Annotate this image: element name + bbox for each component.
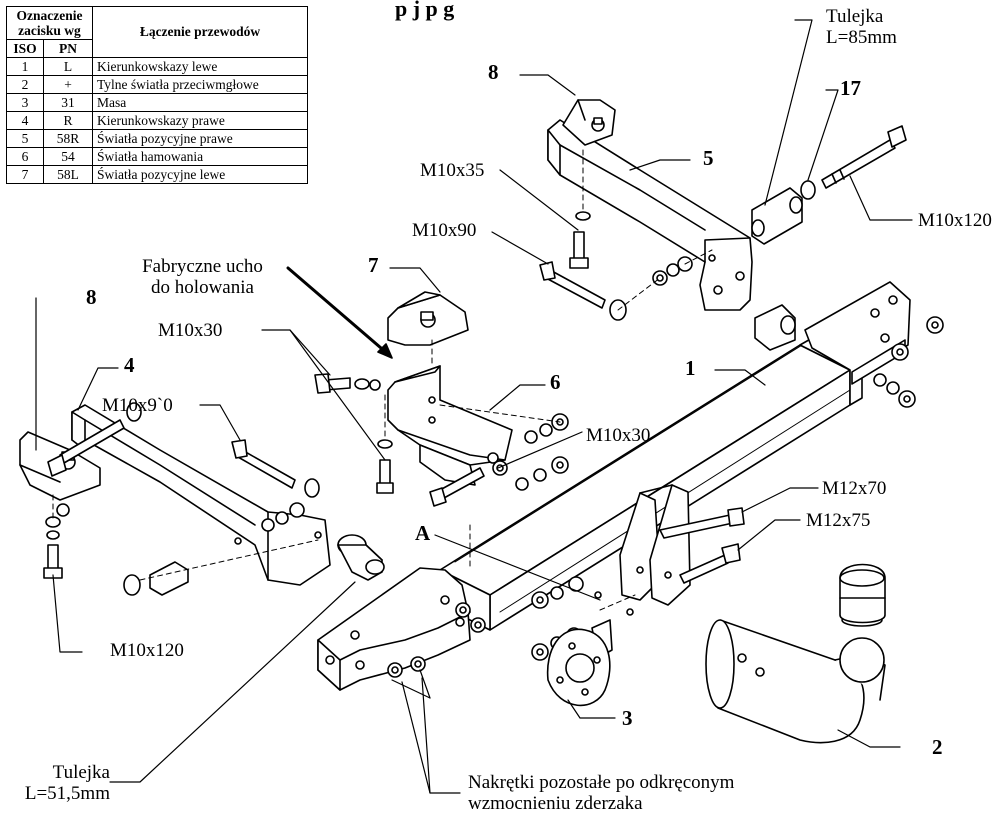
arrow-towing-eye bbox=[286, 266, 393, 359]
label-part-8-top: 8 bbox=[488, 60, 499, 84]
label-remaining-nuts: Nakrętki pozostałe po odkręconym wzmocni… bbox=[468, 772, 734, 814]
side-bracket-5 bbox=[547, 99, 753, 311]
cell-desc: Światła pozycyjne lewe bbox=[92, 165, 308, 184]
label-part-4: 4 bbox=[124, 353, 135, 377]
cell-iso: 3 bbox=[6, 93, 44, 112]
label-bolt-m10x120-right: M10x120 bbox=[918, 210, 992, 231]
label-leaders bbox=[35, 19, 913, 794]
cell-iso: 6 bbox=[6, 147, 44, 166]
header-terminal-line2: zacisku wg bbox=[18, 23, 81, 38]
label-factory-towing-eye-line1: Fabryczne ucho bbox=[142, 256, 263, 277]
label-bolt-m10x90: M10x90 bbox=[412, 220, 477, 241]
label-bolt-m10x30-left: M10x30 bbox=[158, 320, 223, 341]
header-terminal-line1: Oznaczenie bbox=[16, 8, 83, 23]
socket-plate-3 bbox=[546, 619, 613, 707]
assembly-dashed-lines bbox=[52, 149, 713, 611]
cell-iso: 7 bbox=[6, 165, 44, 184]
cell-iso: 2 bbox=[6, 75, 44, 94]
label-sleeve-long-line1: Tulejka bbox=[826, 6, 884, 27]
label-part-1: 1 bbox=[685, 356, 696, 380]
label-sleeve-short-line2: L=51,5mm bbox=[24, 783, 110, 804]
label-remaining-nuts-line1: Nakrętki pozostałe po odkręconym bbox=[468, 772, 735, 793]
label-remaining-nuts-line2: wzmocnieniu zderzaka bbox=[468, 793, 643, 814]
cell-pn: 31 bbox=[43, 93, 93, 112]
label-part-8-left: 8 bbox=[86, 285, 97, 309]
cell-desc: Światła pozycyjne prawe bbox=[92, 129, 308, 148]
cell-iso: 4 bbox=[6, 111, 44, 130]
cell-desc: Kierunkowskazy prawe bbox=[92, 111, 308, 130]
header-iso: ISO bbox=[6, 39, 44, 58]
cell-pn: + bbox=[43, 75, 93, 94]
cell-pn: R bbox=[43, 111, 93, 130]
label-part-2: 2 bbox=[932, 735, 943, 759]
cell-pn: 54 bbox=[43, 147, 93, 166]
cell-pn: L bbox=[43, 57, 93, 76]
wiring-table: Oznaczenie zacisku wg Łączenie przewodów… bbox=[6, 6, 308, 184]
header-pn: PN bbox=[43, 39, 93, 58]
side-bracket-4 bbox=[19, 404, 331, 586]
label-part-6: 6 bbox=[550, 370, 561, 394]
cell-desc: Światła hamowania bbox=[92, 147, 308, 166]
page-heading-fragment: p j p g bbox=[395, 0, 455, 21]
label-bolt-m12x75: M12x75 bbox=[806, 510, 871, 531]
cell-desc: Kierunkowskazy lewe bbox=[92, 57, 308, 76]
label-part-5: 5 bbox=[703, 146, 714, 170]
spacer-sleeve-short bbox=[337, 534, 385, 581]
cell-iso: 5 bbox=[6, 129, 44, 148]
label-part-7: 7 bbox=[368, 253, 379, 277]
cell-iso: 1 bbox=[6, 57, 44, 76]
label-part-17: 17 bbox=[840, 76, 861, 100]
label-point-a: A bbox=[415, 521, 431, 545]
label-factory-towing-eye-line2: do holowania bbox=[151, 277, 254, 298]
label-bolt-m10x9-0: M10x9`0 bbox=[102, 395, 173, 416]
spacer-sleeve-long bbox=[751, 187, 803, 245]
label-bolt-m10x30-mid: M10x30 bbox=[586, 425, 651, 446]
nuts-washers bbox=[56, 256, 944, 661]
clamp-7 bbox=[387, 291, 469, 346]
cell-desc: Tylne światła przeciwmgłowe bbox=[92, 75, 308, 94]
spacer-sleeve-mid bbox=[754, 304, 796, 351]
label-factory-towing-eye: Fabryczne ucho do holowania bbox=[110, 256, 295, 298]
cell-desc: Masa bbox=[92, 93, 308, 112]
label-bolt-m10x120-left: M10x120 bbox=[110, 640, 184, 661]
header-terminal-designation: Oznaczenie zacisku wg bbox=[6, 6, 93, 40]
label-sleeve-long-line2: L=85mm bbox=[826, 27, 897, 48]
label-bolt-m10x35: M10x35 bbox=[420, 160, 485, 181]
label-sleeve-short: Tulejka L=51,5mm bbox=[14, 762, 110, 804]
left-beam-plate bbox=[317, 567, 486, 691]
table-row: 2+Tylne światła przeciwmgłowe bbox=[6, 75, 308, 94]
label-sleeve-short-line1: Tulejka bbox=[52, 762, 110, 783]
cell-pn: 58R bbox=[43, 129, 93, 148]
cell-pn: 58L bbox=[43, 165, 93, 184]
label-sleeve-long: Tulejka L=85mm bbox=[826, 6, 897, 48]
bolts bbox=[43, 125, 907, 596]
header-wire-connection: Łączenie przewodów bbox=[92, 6, 308, 58]
label-part-3: 3 bbox=[622, 706, 633, 730]
ball-hitch-2 bbox=[705, 563, 886, 744]
label-bolt-m12x70: M12x70 bbox=[822, 478, 887, 499]
